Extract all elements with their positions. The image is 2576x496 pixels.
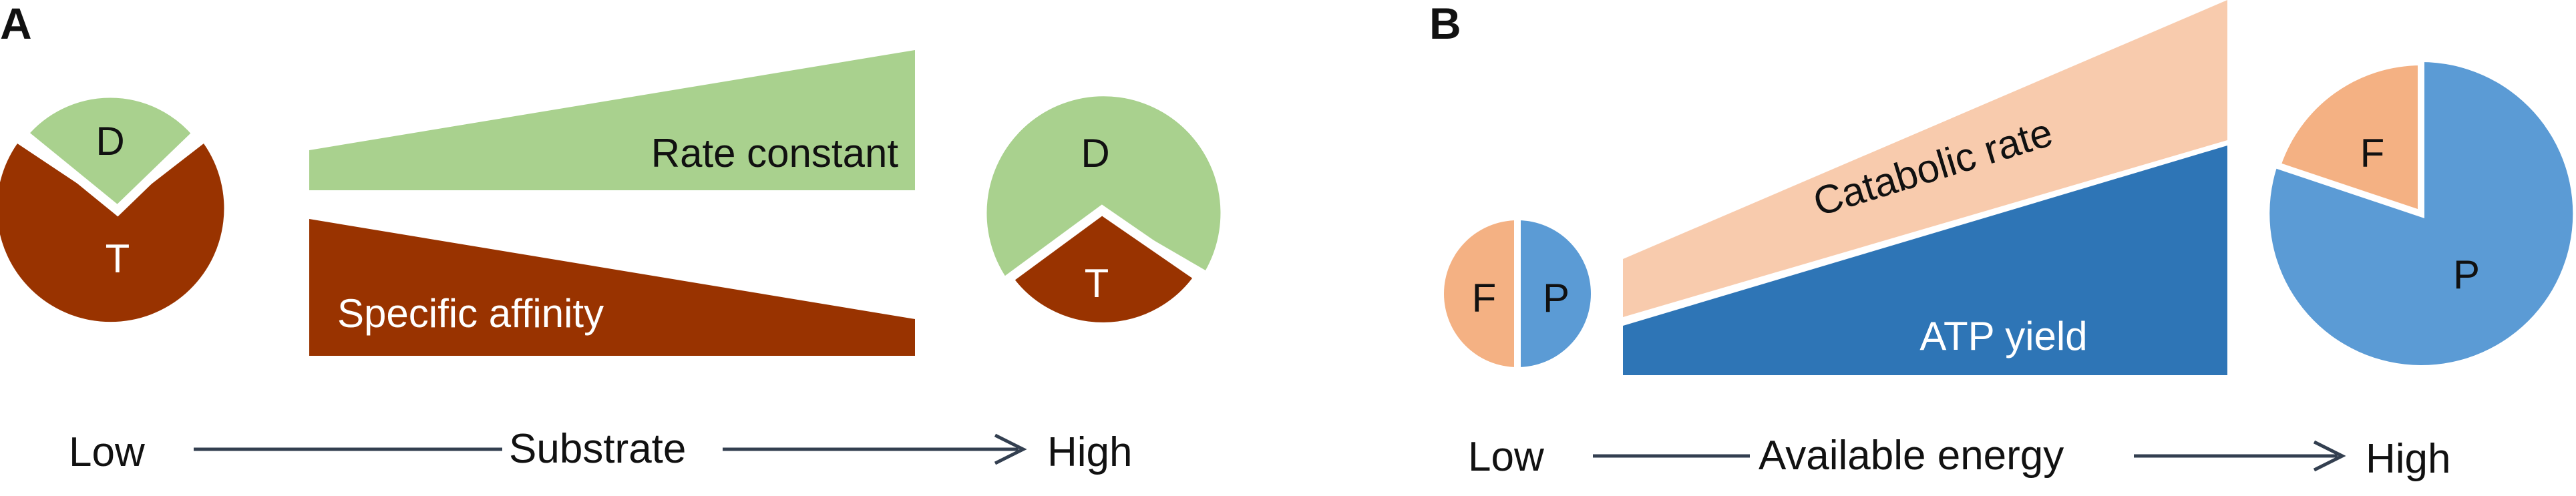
energy-axis-label: Available energy xyxy=(1759,433,2064,479)
right-pie-d-slice xyxy=(986,96,1221,279)
small-pie-f-label: F xyxy=(1472,276,1497,320)
energy-axis-high: High xyxy=(2366,436,2451,482)
right-pie-t-label: T xyxy=(1085,261,1109,306)
energy-arrow-head xyxy=(2313,440,2346,472)
small-pie-p-label: P xyxy=(1543,276,1570,320)
atp-yield-shape xyxy=(1623,146,2227,375)
panel-b: B F P Catabolic rate ATP yield F P xyxy=(1429,0,2573,482)
left-pie-t-label: T xyxy=(106,236,130,281)
substrate-axis-label: Substrate xyxy=(509,426,686,472)
substrate-axis-high: High xyxy=(1047,429,1133,475)
rate-constant-label: Rate constant xyxy=(651,131,899,176)
small-pie-chart: F P xyxy=(1444,217,1591,370)
right-pie-chart: D T xyxy=(986,96,1221,332)
large-pie-f-slice xyxy=(2273,58,2424,218)
substrate-axis-low: Low xyxy=(69,429,145,475)
panel-b-letter: B xyxy=(1429,0,1461,48)
left-pie-chart: D T xyxy=(0,88,224,322)
atp-yield-wedge: ATP yield xyxy=(1623,146,2227,375)
substrate-arrow-head xyxy=(994,433,1027,465)
rate-constant-shape xyxy=(309,50,915,190)
left-pie-t-slice xyxy=(0,144,224,322)
large-pie-f-label: F xyxy=(2360,131,2385,176)
large-pie-chart: F P xyxy=(2269,58,2573,365)
catabolic-rate-shape xyxy=(1623,0,2227,317)
large-pie-p-label: P xyxy=(2453,252,2480,297)
rate-constant-wedge: Rate constant xyxy=(309,50,915,190)
small-pie-f-slice xyxy=(1444,220,1517,367)
specific-affinity-label: Specific affinity xyxy=(337,291,604,336)
atp-yield-label: ATP yield xyxy=(1919,314,2087,358)
specific-affinity-wedge: Specific affinity xyxy=(309,219,915,356)
panel-a-letter: A xyxy=(0,0,32,48)
small-pie-p-slice xyxy=(1517,220,1591,367)
substrate-axis: Low Substrate High xyxy=(69,426,1133,475)
specific-affinity-shape xyxy=(309,219,915,356)
left-pie-d-slice xyxy=(17,88,204,217)
right-pie-d-label: D xyxy=(1081,131,1109,176)
available-energy-axis: Low Available energy High xyxy=(1468,433,2451,482)
right-pie-t-slice xyxy=(1002,204,1206,332)
energy-axis-low: Low xyxy=(1468,434,1544,480)
panel-a: A D T Rate constant Specific affinity D … xyxy=(0,0,1221,475)
left-pie-d-label: D xyxy=(96,119,124,164)
